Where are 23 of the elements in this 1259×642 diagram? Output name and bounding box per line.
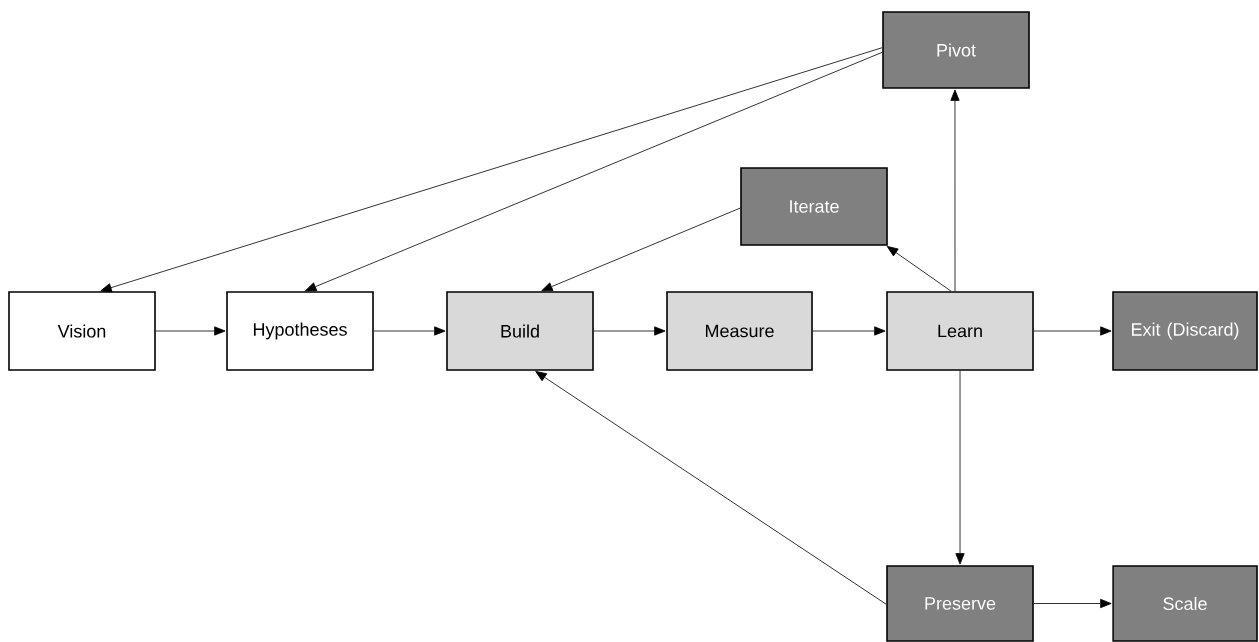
arrow xyxy=(955,370,965,565)
arrow xyxy=(541,207,741,292)
process-box: Pivot xyxy=(882,11,1030,89)
arrow xyxy=(886,246,952,292)
arrow xyxy=(100,47,883,293)
arrow xyxy=(812,326,886,336)
process-box: Scale xyxy=(1112,565,1258,642)
arrow xyxy=(1033,326,1112,336)
process-box: Exit (Discard) xyxy=(1112,291,1258,371)
process-box: Hypotheses xyxy=(226,291,374,371)
process-box: Preserve xyxy=(886,565,1034,642)
arrow xyxy=(155,326,226,336)
process-box: Vision xyxy=(8,291,156,371)
process-box: Build xyxy=(446,291,594,371)
arrow xyxy=(373,326,446,336)
arrow xyxy=(950,89,960,292)
arrow xyxy=(593,326,666,336)
arrow xyxy=(1033,598,1112,609)
process-box: Measure xyxy=(666,291,813,371)
process-box: Learn xyxy=(886,291,1034,371)
arrow xyxy=(535,371,887,605)
arrow xyxy=(305,51,883,292)
process-box: Iterate xyxy=(740,167,888,246)
